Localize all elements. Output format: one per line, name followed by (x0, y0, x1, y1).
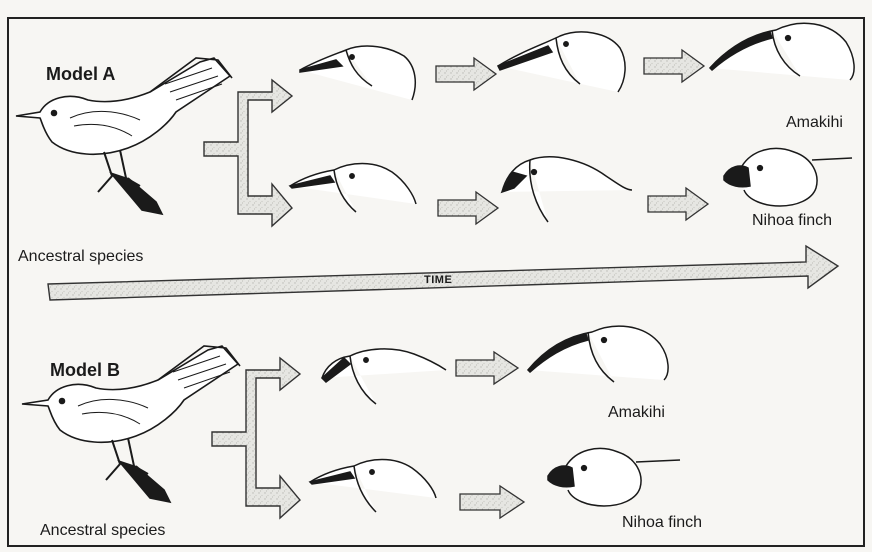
bird-head-b-top-1 (322, 349, 446, 404)
model-a-amakihi-label: Amakihi (786, 114, 843, 132)
bird-head-a-bottom-2 (502, 157, 632, 222)
model-b-nihoa-finch-label: Nihoa finch (622, 514, 702, 532)
amakihi-head-a (710, 23, 854, 80)
split-arrow-a (204, 80, 292, 226)
time-label: TIME (424, 274, 452, 286)
bird-head-b-bottom-1 (310, 460, 436, 513)
model-b-label: Model B (50, 360, 120, 381)
time-arrow (48, 246, 838, 300)
step-arrow-b-bottom-1 (460, 486, 524, 518)
split-arrow-b (212, 358, 300, 518)
model-a-label: Model A (46, 64, 115, 85)
model-a-ancestral-label: Ancestral species (18, 248, 143, 266)
nihoa-finch-head-b (548, 448, 680, 506)
model-b-amakihi-label: Amakihi (608, 404, 665, 422)
step-arrow-b-top-1 (456, 352, 518, 384)
nihoa-finch-head-a (724, 148, 852, 206)
bird-head-a-top-2 (498, 32, 625, 92)
bird-head-a-top-1 (300, 46, 415, 100)
model-a-nihoa-finch-label: Nihoa finch (752, 212, 832, 230)
bird-head-a-bottom-1 (290, 164, 416, 213)
step-arrow-a-bottom-1 (438, 192, 498, 224)
step-arrow-a-bottom-2 (648, 188, 708, 220)
step-arrow-a-top-2 (644, 50, 704, 82)
model-b-ancestral-label: Ancestral species (40, 522, 165, 540)
amakihi-head-b (528, 326, 668, 382)
step-arrow-a-top-1 (436, 58, 496, 90)
